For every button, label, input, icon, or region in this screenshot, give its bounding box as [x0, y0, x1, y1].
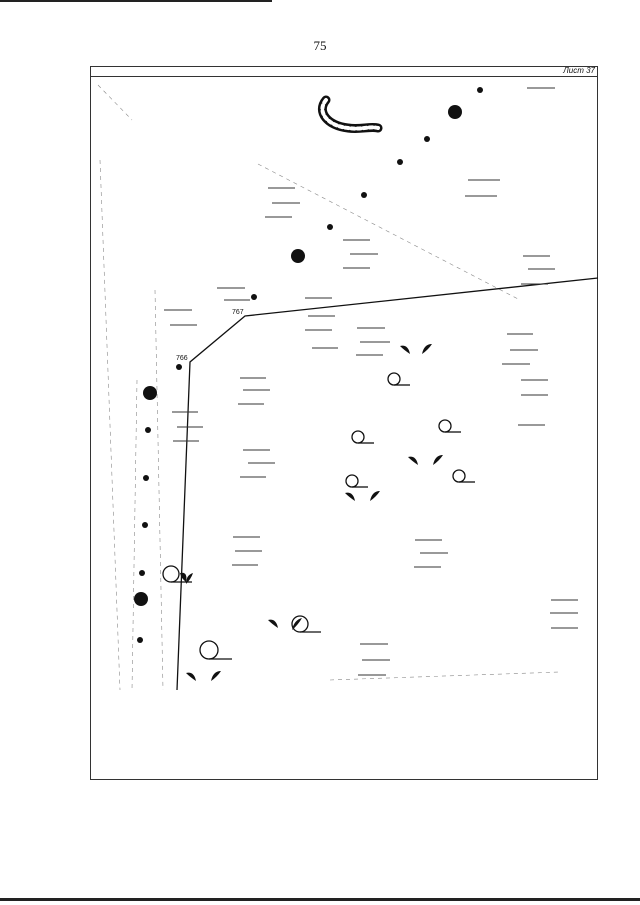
large-dot-symbol [143, 386, 157, 400]
deciduous-tree-symbol [387, 372, 410, 386]
small-dot-symbol [327, 224, 333, 230]
small-dot-symbol [397, 159, 403, 165]
hatched-contour-symbol [317, 95, 383, 134]
deciduous-tree-symbol [291, 615, 321, 633]
small-dot-symbol [251, 294, 257, 300]
boundary-polyline [176, 277, 599, 691]
deciduous-tree-symbol [162, 565, 192, 583]
dashed-line [329, 671, 561, 681]
deciduous-tree-symbol [452, 469, 475, 483]
deciduous-tree-symbol [438, 419, 461, 433]
boundary-point-767: 767 [232, 309, 244, 316]
dashed-lines [97, 84, 561, 691]
dashed-line [99, 159, 121, 691]
large-dot-symbol [448, 105, 462, 119]
trees [162, 372, 475, 660]
small-dot-symbol [477, 87, 483, 93]
dashed-line [154, 289, 164, 691]
small-dot-symbol [424, 136, 430, 142]
large-dot-symbol [134, 592, 148, 606]
shrub-symbol [268, 618, 302, 630]
shrub-symbol [186, 671, 221, 681]
header-rule [0, 0, 272, 2]
small-dot-symbol [145, 427, 151, 433]
small-dot-symbol [143, 475, 149, 481]
small-dot-symbol [142, 522, 148, 528]
large-dots [134, 105, 462, 606]
small-dot-symbol [361, 192, 367, 198]
map-frame: Лист 37 [90, 66, 598, 780]
footer-rule [0, 898, 640, 901]
shrub-symbol [400, 344, 432, 354]
dashed-line [97, 84, 133, 121]
dashed-line [257, 163, 521, 301]
small-dot-symbol [176, 364, 182, 370]
shrubs [180, 344, 443, 681]
shrub-symbol [408, 455, 443, 465]
shrub-symbol [345, 491, 380, 501]
deciduous-tree-symbol [345, 474, 368, 488]
small-dot-symbol [137, 637, 143, 643]
page-number: 75 [313, 38, 327, 53]
dashed-line [131, 379, 138, 691]
small-dots [137, 87, 483, 643]
small-dot-symbol [139, 570, 145, 576]
large-dot-symbol [291, 249, 305, 263]
sheet-label: Лист 37 [563, 66, 595, 75]
boundary-point-766: 766 [176, 355, 188, 362]
deciduous-tree-symbol [199, 640, 232, 660]
deciduous-tree-symbol [351, 430, 374, 444]
boundary-line [176, 277, 599, 691]
map-header-strip: Лист 37 [91, 66, 597, 77]
shrub-symbol [180, 572, 193, 584]
faint-marks [164, 87, 578, 676]
